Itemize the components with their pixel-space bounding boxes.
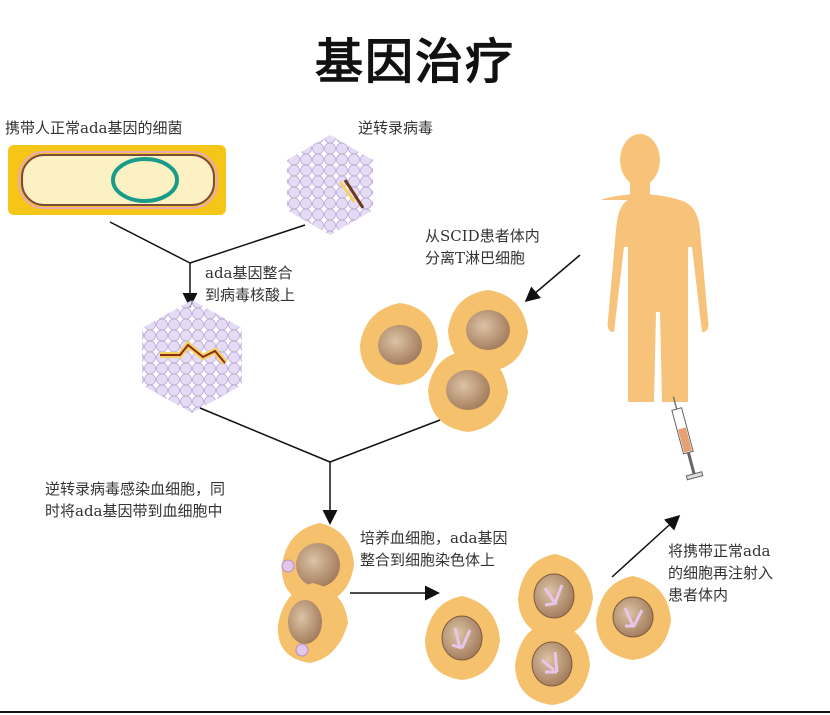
bacterium bbox=[8, 145, 226, 215]
syringe-icon bbox=[671, 396, 704, 481]
label-line: 时将ada基因带到血细胞中 bbox=[45, 502, 223, 520]
label-isolate-tcells: 从SCID患者体内 分离T淋巴细胞 bbox=[425, 225, 540, 269]
label-line: ada基因整合 bbox=[205, 264, 293, 282]
label-integrate-virus: ada基因整合 到病毒核酸上 bbox=[205, 262, 295, 306]
label-line: 患者体内 bbox=[668, 586, 729, 604]
label-line: 从SCID患者体内 bbox=[425, 227, 540, 245]
label-reinject: 将携带正常ada 的细胞再注射入 患者体内 bbox=[668, 540, 773, 606]
label-line: 逆转录病毒感染血细胞，同 bbox=[45, 480, 226, 498]
label-bacterium: 携带人正常ada基因的细菌 bbox=[5, 119, 183, 137]
label-culture: 培养血细胞，ada基因 整合到细胞染色体上 bbox=[360, 527, 508, 571]
t-cell bbox=[360, 303, 438, 385]
label-line: 整合到细胞染色体上 bbox=[360, 551, 496, 569]
recombinant-virus bbox=[142, 300, 242, 413]
infected-cell bbox=[281, 523, 354, 605]
label-line: 到病毒核酸上 bbox=[205, 286, 296, 304]
plasmid-icon bbox=[111, 157, 179, 203]
label-line: 分离T淋巴细胞 bbox=[425, 249, 526, 267]
label-line: 培养血细胞，ada基因 bbox=[360, 529, 508, 547]
label-line: 的细胞再注射入 bbox=[668, 564, 774, 582]
label-retrovirus: 逆转录病毒 bbox=[358, 119, 434, 137]
label-infect: 逆转录病毒感染血细胞，同 时将ada基因带到血细胞中 bbox=[45, 478, 225, 522]
label-line: 将携带正常ada bbox=[668, 542, 771, 560]
cultured-cell bbox=[425, 596, 500, 680]
cultured-cell bbox=[515, 621, 590, 705]
human-silhouette bbox=[600, 134, 709, 402]
cultured-cell bbox=[596, 576, 671, 660]
t-cell bbox=[428, 350, 508, 432]
infected-cell bbox=[277, 583, 348, 663]
cultured-cell bbox=[518, 554, 593, 638]
page-title: 基因治疗 bbox=[314, 34, 515, 90]
retrovirus bbox=[287, 135, 373, 235]
